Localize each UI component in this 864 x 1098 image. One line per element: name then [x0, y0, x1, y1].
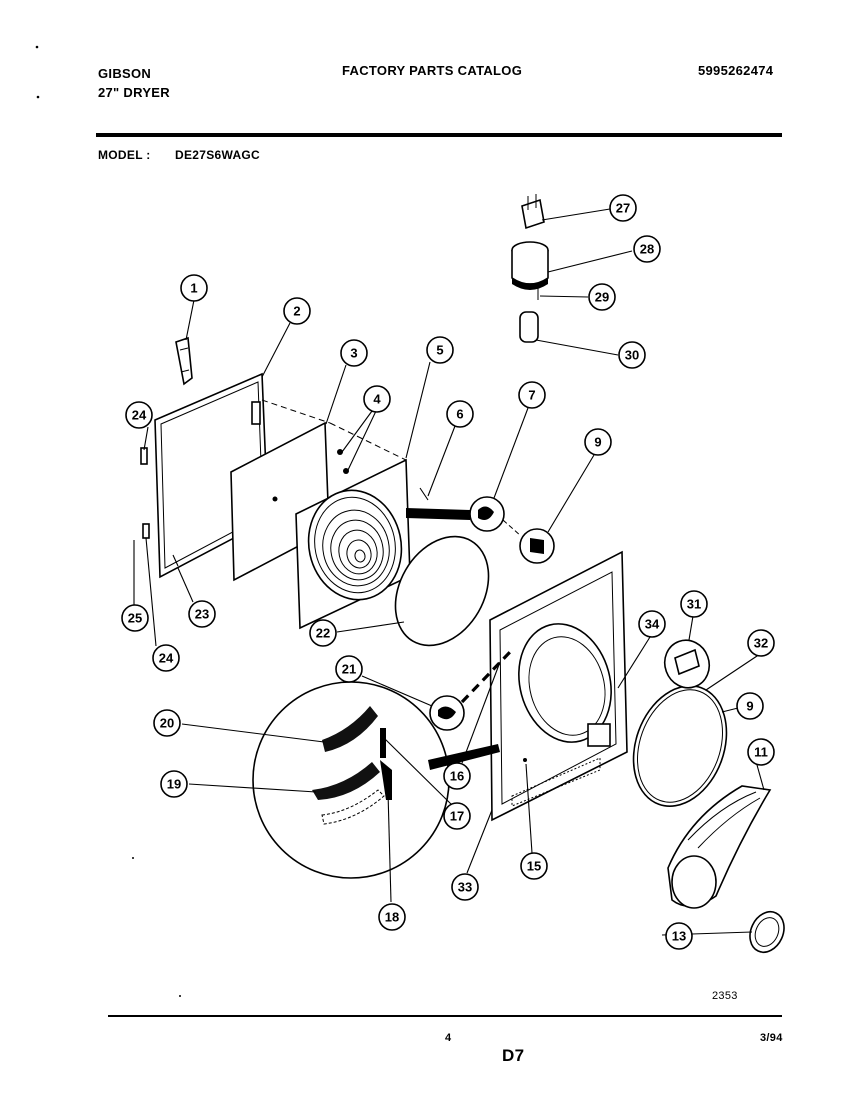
product-name: 27" DRYER	[98, 85, 170, 100]
door-hinge-clip	[140, 447, 148, 465]
callout-27: 27	[609, 194, 637, 222]
callout-6: 6	[446, 400, 474, 428]
door-strike-part	[502, 519, 555, 564]
leader-lines	[143, 208, 765, 936]
callout-28: 28	[633, 235, 661, 263]
callout-31: 31	[680, 590, 708, 618]
bearing-part	[663, 639, 711, 689]
blower-housing	[667, 785, 772, 909]
callout-5: 5	[426, 336, 454, 364]
door-seal-ring	[394, 535, 490, 647]
drawing-number: 2353	[712, 990, 738, 1002]
svg-text:21: 21	[342, 662, 356, 677]
callout-7: 7	[518, 381, 546, 409]
callout-17: 17	[443, 802, 471, 830]
svg-text:29: 29	[595, 290, 609, 305]
svg-text:19: 19	[167, 777, 181, 792]
svg-text:17: 17	[450, 809, 464, 824]
callout-13: 13	[665, 922, 693, 950]
callout-24: 24	[152, 644, 180, 672]
callout-30: 30	[618, 341, 646, 369]
svg-text:4: 4	[373, 392, 381, 407]
svg-text:1: 1	[190, 281, 197, 296]
svg-text:28: 28	[640, 242, 654, 257]
svg-text:22: 22	[316, 626, 330, 641]
model-label: MODEL :	[98, 148, 151, 162]
svg-text:32: 32	[754, 636, 768, 651]
svg-text:31: 31	[687, 597, 701, 612]
drum-seal-ring	[632, 685, 728, 807]
svg-text:23: 23	[195, 607, 209, 622]
callout-15: 15	[520, 852, 548, 880]
svg-text:24: 24	[132, 408, 147, 423]
svg-text:15: 15	[527, 859, 541, 874]
svg-text:27: 27	[616, 201, 630, 216]
callout-20: 20	[153, 709, 181, 737]
svg-text:16: 16	[450, 769, 464, 784]
callout-34: 34	[638, 610, 666, 638]
footer-divider	[108, 1015, 782, 1017]
door-switch-part	[429, 650, 512, 731]
callout-18: 18	[378, 903, 406, 931]
callout-33: 33	[451, 873, 479, 901]
svg-text:2: 2	[293, 304, 300, 319]
svg-text:3: 3	[350, 346, 357, 361]
revision-date: 3/94	[760, 1032, 783, 1044]
catalog-title: FACTORY PARTS CATALOG	[342, 63, 523, 78]
callout-21: 21	[335, 655, 363, 683]
callout-29: 29	[588, 283, 616, 311]
door-liner-assembly	[295, 458, 411, 630]
callout-22: 22	[309, 619, 337, 647]
callout-24: 24	[125, 401, 153, 429]
svg-text:13: 13	[672, 929, 686, 944]
page-number: 4	[445, 1032, 452, 1044]
model-value: DE27S6WAGC	[175, 148, 261, 162]
header-divider	[96, 133, 782, 137]
callout-19: 19	[160, 770, 188, 798]
door-clip	[343, 468, 349, 474]
svg-text:11: 11	[754, 745, 768, 760]
svg-text:9: 9	[594, 435, 601, 450]
svg-text:18: 18	[385, 910, 399, 925]
callout-25: 25	[121, 604, 149, 632]
svg-text:30: 30	[625, 348, 639, 363]
callout-9: 9	[584, 428, 612, 456]
callout-1: 1	[180, 274, 208, 302]
svg-text:25: 25	[128, 611, 142, 626]
callout-11: 11	[747, 738, 775, 766]
front-panel	[489, 550, 628, 822]
brand-name: GIBSON	[98, 66, 152, 81]
svg-text:9: 9	[746, 699, 753, 714]
lamp-socket-assembly	[511, 194, 549, 343]
door-hinge-clip	[142, 523, 150, 539]
svg-text:20: 20	[160, 716, 174, 731]
callout-9: 9	[736, 692, 764, 720]
door-clip	[337, 449, 343, 455]
svg-text:5: 5	[436, 343, 443, 358]
door-handle-part	[175, 336, 193, 386]
svg-text:6: 6	[456, 407, 463, 422]
door-catch-part	[406, 496, 505, 532]
blower-ring	[749, 911, 785, 953]
callout-32: 32	[747, 629, 775, 657]
section-code: D7	[502, 1046, 525, 1065]
catalog-number: 5995262474	[698, 63, 774, 78]
svg-text:33: 33	[458, 880, 472, 895]
callout-2: 2	[283, 297, 311, 325]
callout-23: 23	[188, 600, 216, 628]
callout-4: 4	[363, 385, 391, 413]
svg-text:24: 24	[159, 651, 174, 666]
svg-text:34: 34	[645, 617, 660, 632]
callout-16: 16	[443, 762, 471, 790]
detail-magnifier	[252, 681, 500, 879]
svg-text:7: 7	[528, 388, 535, 403]
callout-3: 3	[340, 339, 368, 367]
